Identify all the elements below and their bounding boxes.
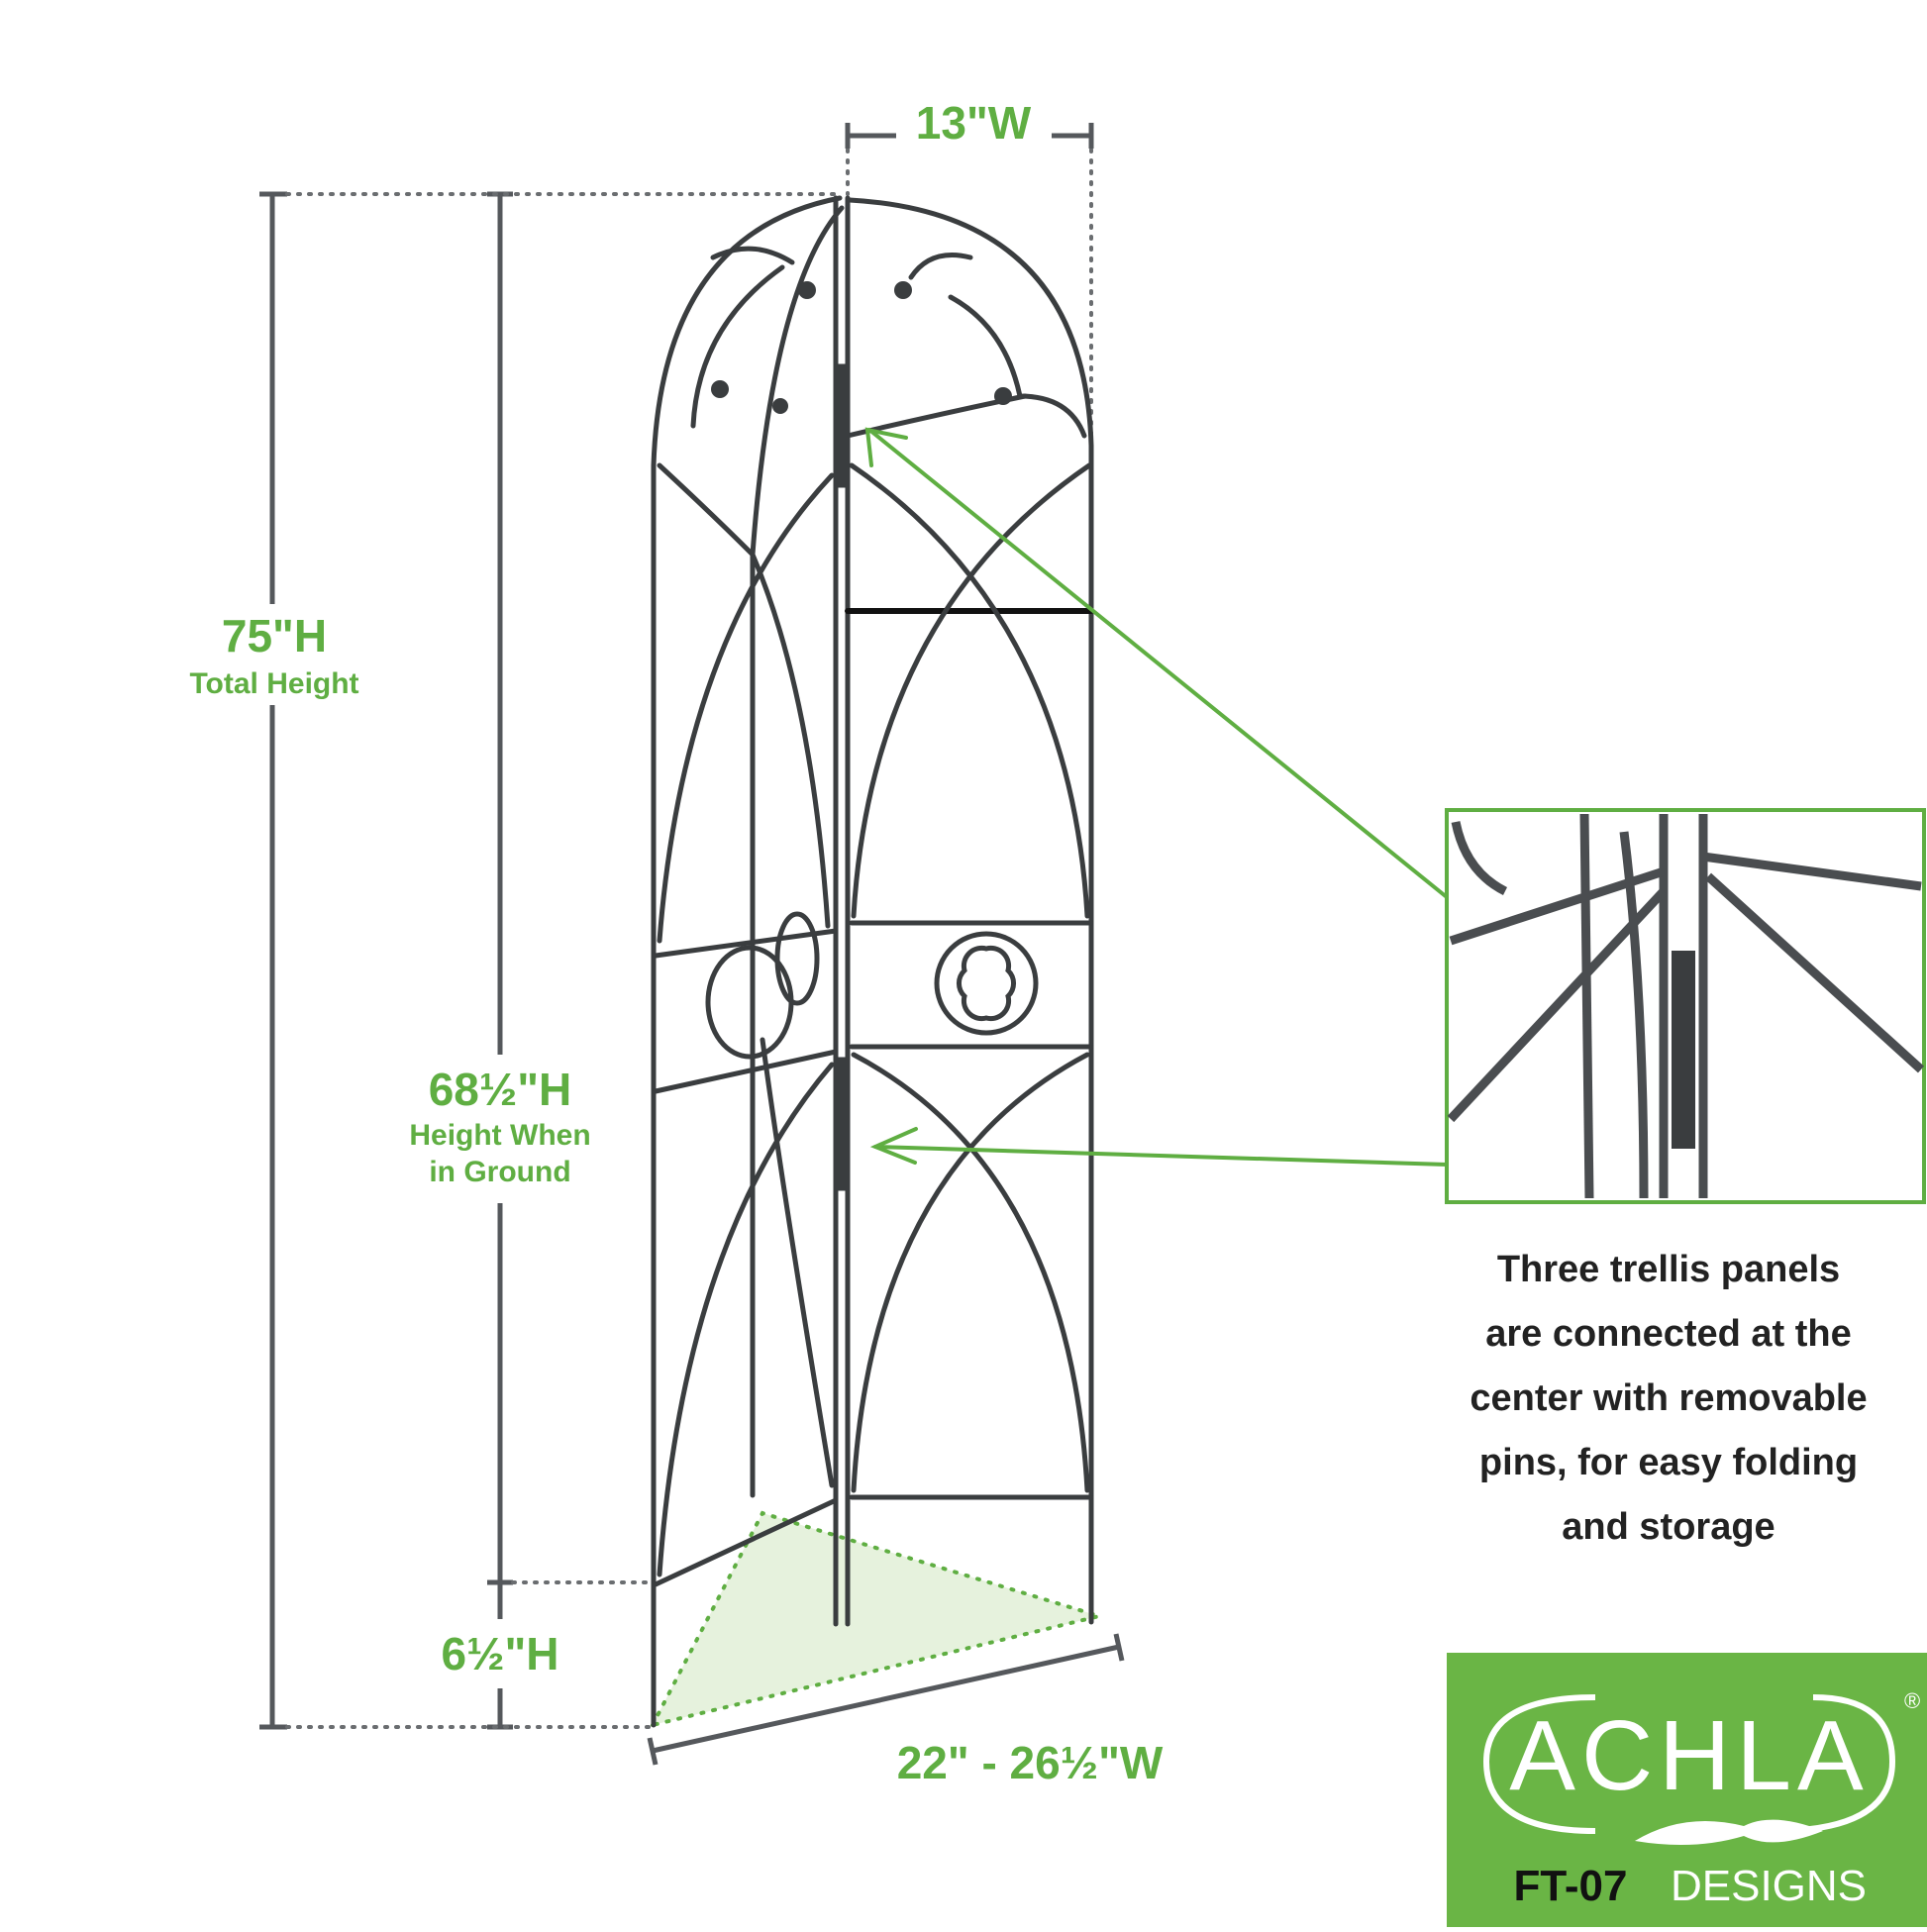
base-width-label: 22" - 26½"W — [897, 1737, 1164, 1788]
ground-height-dimension — [487, 191, 513, 1730]
callout-arrows — [864, 427, 1449, 1167]
total-height-caption: Total Height — [189, 667, 358, 700]
footprint-triangle — [649, 1510, 1107, 1728]
achla-designs-logo: ACHLA ® FT-07 DESIGNS — [1447, 1653, 1927, 1927]
total-height-dimension — [259, 191, 287, 1730]
description-line: are connected at the — [1485, 1313, 1852, 1355]
logo-designs: DESIGNS — [1671, 1862, 1867, 1910]
stake-height-label: 6½"H — [442, 1628, 559, 1679]
description-line: pins, for easy folding — [1478, 1442, 1859, 1483]
feature-description: Three trellis panels are connected at th… — [1426, 1238, 1911, 1560]
base-width-dimension — [647, 1633, 1125, 1766]
dotted-guides — [285, 137, 1093, 1729]
description-line: Three trellis panels — [1496, 1249, 1841, 1290]
logo-mark: ACHLA ® FT-07 DESIGNS — [1482, 1688, 1920, 1910]
width-top-dimension — [845, 123, 1094, 149]
model-number: FT-07 — [1514, 1862, 1628, 1910]
registered-mark: ® — [1904, 1688, 1920, 1713]
ground-height-caption-1: Height When — [409, 1119, 590, 1152]
hinge-closeup-inset — [1445, 808, 1926, 1204]
width-top-label: 13"W — [916, 97, 1032, 149]
description-line: and storage — [1562, 1506, 1775, 1548]
trellis-illustration — [651, 195, 1094, 1728]
logo-brand: ACHLA — [1509, 1700, 1869, 1811]
leaf-ornaments — [711, 281, 1012, 414]
description-line: center with removable — [1470, 1377, 1868, 1419]
total-height-label: 75"H — [222, 610, 327, 661]
wing-icon — [1635, 1819, 1823, 1845]
ground-height-label: 68½"H — [429, 1064, 572, 1115]
ground-height-caption-2: in Ground — [429, 1156, 570, 1188]
